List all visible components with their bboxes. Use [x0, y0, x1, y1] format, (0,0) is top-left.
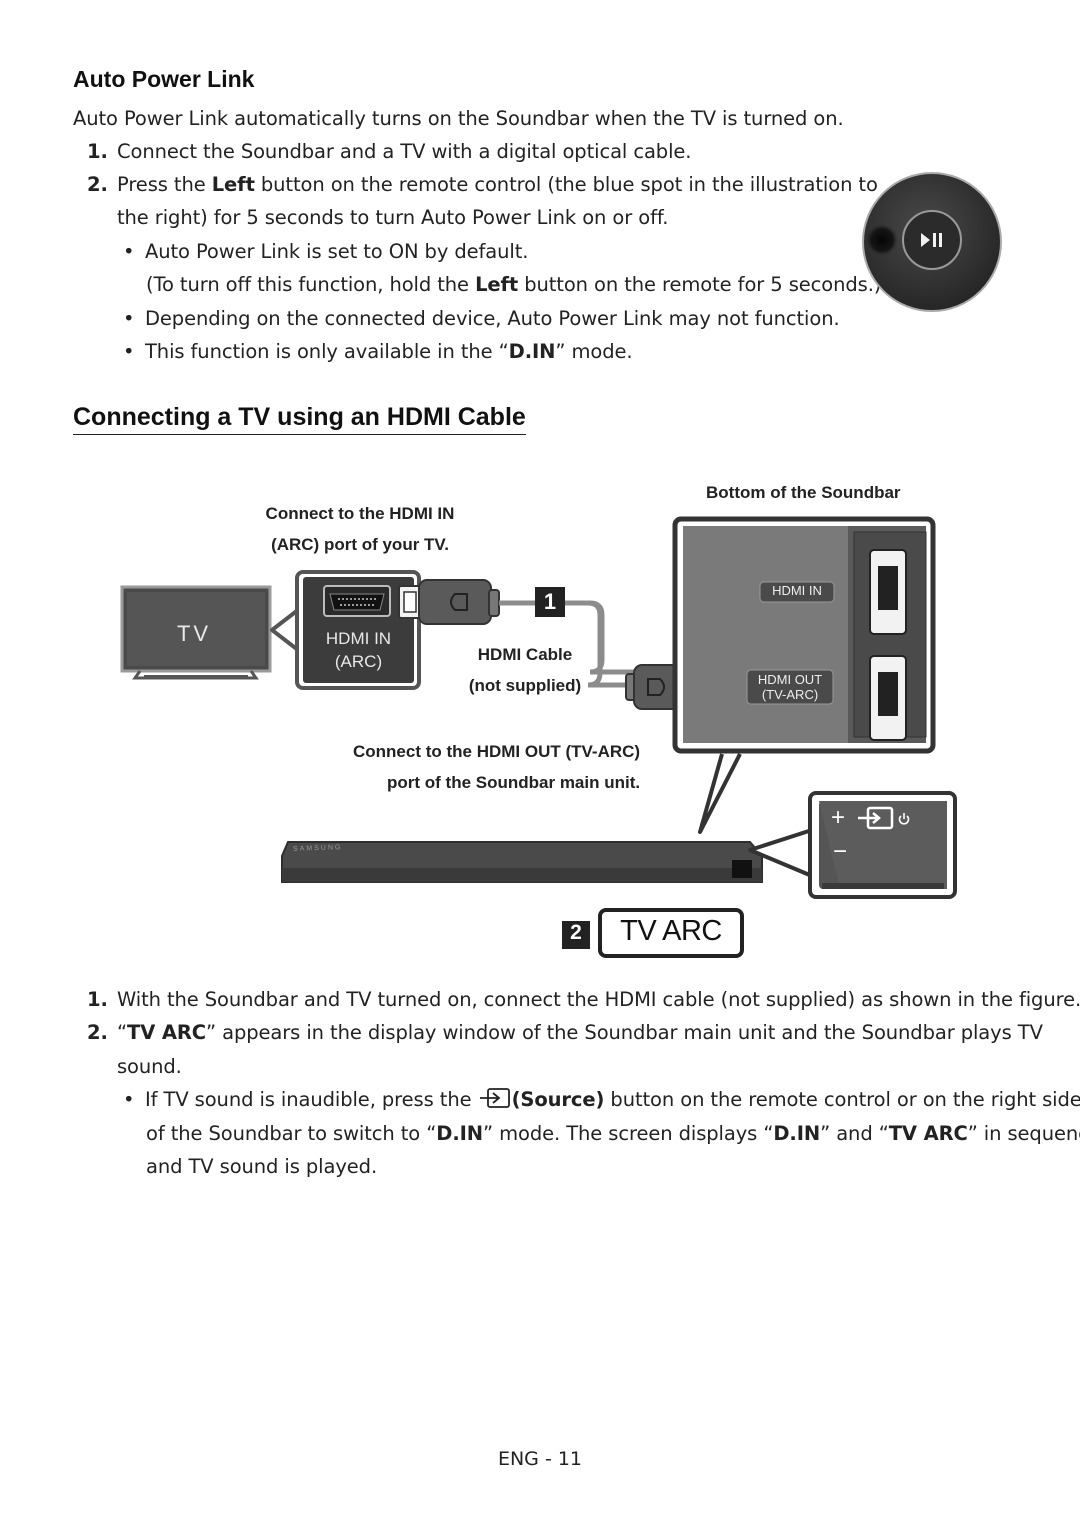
- display-window-text: TV ARC: [620, 915, 722, 947]
- quote-open: “: [117, 1021, 128, 1044]
- tv-port-label-line1: HDMI IN: [325, 629, 392, 648]
- tv-arc-term: TV ARC: [127, 1021, 207, 1044]
- soundbar-side-panel-callout: [748, 791, 957, 899]
- din-mode-term: D.IN: [773, 1122, 821, 1145]
- auto-power-link-intro: Auto Power Link automatically turns on t…: [73, 107, 844, 130]
- bullet-text-cont: button on the remote control or on the r…: [604, 1088, 1080, 1111]
- left-button-term: Left: [211, 173, 255, 196]
- soundbar-callout-pointer: [698, 753, 742, 834]
- note-text-cont: button on the remote for 5 seconds.): [518, 273, 882, 296]
- tv-label: TV: [176, 621, 212, 646]
- step-number: 2.: [87, 1021, 108, 1044]
- source-icon: [479, 1088, 510, 1108]
- tv-port-label-line2: (ARC): [334, 652, 383, 671]
- text: ” mode. The screen displays “: [483, 1122, 774, 1145]
- apl-bullet-2: •Depending on the connected device, Auto…: [123, 307, 840, 330]
- hdmi-step-2: 2. “TV ARC” appears in the display window…: [87, 1016, 1043, 1049]
- soundbar-illustration: [281, 841, 763, 883]
- hdmi-step-1: 1. With the Soundbar and TV turned on, co…: [87, 983, 1080, 1016]
- note-text: (To turn off this function, hold the: [146, 273, 476, 296]
- hdmi-cable-label-line2: (not supplied): [468, 676, 582, 695]
- step-text: Connect the Soundbar and a TV with a dig…: [117, 140, 692, 163]
- tv-port-callout: [270, 570, 421, 690]
- step-number: 1.: [87, 988, 108, 1011]
- hdmi-step-2-line2: sound.: [117, 1055, 182, 1078]
- hdmi-bullet-line2: of the Soundbar to switch to “D.IN” mode…: [146, 1117, 1080, 1150]
- play-pause-icon: [921, 233, 942, 247]
- auto-power-link-heading: Auto Power Link: [73, 66, 255, 92]
- apl-bullet-1-note: (To turn off this function, hold the Lef…: [146, 268, 881, 301]
- soundbar-hdmi-out-label-line1: HDMI OUT: [757, 672, 823, 687]
- text: ” in sequence,: [967, 1122, 1080, 1145]
- panel-plus: +: [831, 804, 846, 831]
- connect-soundbar-label-line1: Connect to the HDMI OUT (TV-ARC): [353, 742, 641, 761]
- step-number: 1.: [87, 140, 108, 163]
- apl-step-1: 1. Connect the Soundbar and a TV with a d…: [87, 135, 692, 168]
- panel-minus: −: [833, 838, 848, 865]
- hdmi-connection-diagram: [120, 516, 957, 958]
- soundbar-hdmi-out-label-line2: (TV-ARC): [761, 687, 819, 702]
- bullet-text: Auto Power Link is set to ON by default.: [145, 240, 529, 263]
- hdmi-cable-plug-tv: [398, 579, 500, 625]
- soundbar-bottom-callout: [672, 516, 936, 754]
- step-2-badge: [562, 921, 590, 949]
- connect-tv-label-line1: Connect to the HDMI IN: [265, 504, 455, 523]
- bullet-text-cont: ” mode.: [555, 340, 633, 363]
- apl-step-2-line2: the right) for 5 seconds to turn Auto Po…: [117, 206, 669, 229]
- tv-arc-term: TV ARC: [888, 1122, 968, 1145]
- step-text-cont: button on the remote control (the blue s…: [254, 173, 878, 196]
- left-button-spot: [866, 224, 898, 256]
- step-text: With the Soundbar and TV turned on, conn…: [117, 988, 1080, 1011]
- din-mode-term: D.IN: [508, 340, 556, 363]
- display-window: [598, 908, 744, 958]
- step-1-badge: [535, 587, 565, 617]
- step-1-badge-label: 1: [543, 589, 557, 614]
- bottom-of-soundbar-label: Bottom of the Soundbar: [706, 483, 901, 502]
- play-pause-button: [902, 210, 962, 270]
- source-icon: [858, 806, 894, 830]
- apl-step-2: 2. Press the Left button on the remote co…: [87, 168, 878, 201]
- bullet-text: This function is only available in the “: [145, 340, 509, 363]
- bullet-text: If TV sound is inaudible, press the: [145, 1088, 478, 1111]
- step-text: Press the: [117, 173, 212, 196]
- page-number: ENG - 11: [497, 1448, 583, 1470]
- hdmi-cable-label-line1: HDMI Cable: [477, 645, 573, 664]
- connect-tv-label-line2: (ARC) port of your TV.: [271, 535, 449, 554]
- left-button-term: Left: [475, 273, 519, 296]
- power-icon: [898, 813, 910, 825]
- remote-control-illustration: [862, 172, 1002, 312]
- connect-soundbar-label-line2: port of the Soundbar main unit.: [387, 773, 641, 792]
- hdmi-bullet-line3: and TV sound is played.: [146, 1155, 378, 1178]
- step-text: ” appears in the display window of the S…: [206, 1021, 1043, 1044]
- din-mode-term: D.IN: [436, 1122, 484, 1145]
- hdmi-section-heading: Connecting a TV using an HDMI Cable: [73, 403, 526, 435]
- step-2-badge-label: 2: [570, 921, 582, 944]
- text: ” and “: [820, 1122, 889, 1145]
- hdmi-bullet: •If TV sound is inaudible, press the (So…: [123, 1088, 1080, 1111]
- bullet-text: Depending on the connected device, Auto …: [145, 307, 840, 330]
- step-number: 2.: [87, 173, 108, 196]
- apl-bullet-3: •This function is only available in the …: [123, 340, 633, 363]
- soundbar-hdmi-in-label: HDMI IN: [772, 583, 822, 598]
- source-term: (Source): [511, 1088, 605, 1111]
- tv-illustration: [120, 585, 272, 680]
- text: of the Soundbar to switch to “: [146, 1122, 437, 1145]
- apl-bullet-1: •Auto Power Link is set to ON by default…: [123, 240, 529, 263]
